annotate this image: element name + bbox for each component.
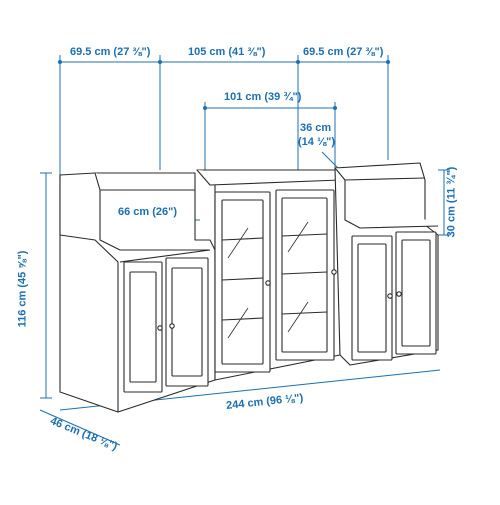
total-height-label: 116 cm (45 ⅝") — [16, 250, 29, 328]
inner-width-label: 101 cm (39 ¾") — [224, 91, 302, 103]
left-width-label: 69.5 cm (27 ⅜") — [70, 46, 151, 58]
depth-inch-label: (14 ⅛") — [298, 136, 336, 148]
middle-width-label: 105 cm (41 ⅜") — [188, 46, 266, 58]
dimension-ticks — [58, 60, 390, 110]
top-height-label: 30 cm (11 ¾") — [445, 166, 458, 238]
shelf-width-label: 66 cm (26") — [118, 206, 178, 218]
cabinet-outline — [59, 162, 439, 413]
depth-label: 36 cm — [300, 122, 332, 134]
right-width-label: 69.5 cm (27 ⅜") — [303, 46, 384, 58]
